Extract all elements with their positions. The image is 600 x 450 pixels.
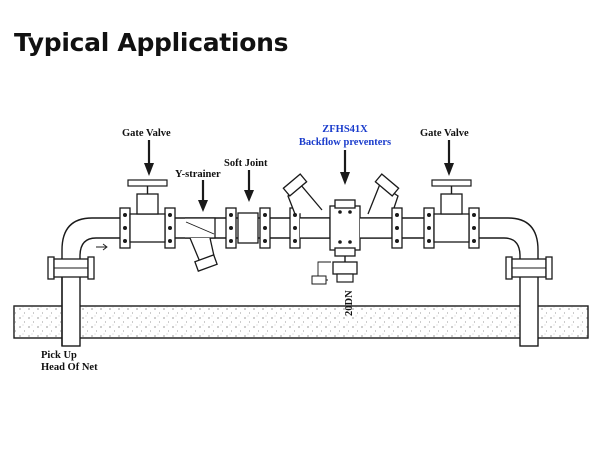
right-riser [488,217,553,347]
label-soft-joint: Soft Joint [224,158,268,169]
label-size: 20DN [344,290,355,316]
label-pick-up: Pick Up [41,350,77,361]
label-backflow: Backflow preventers [299,137,391,148]
label-y-strainer: Y-strainer [175,169,221,180]
label-model: ZFHS41X [322,124,368,135]
backflow-preventer [282,173,403,285]
label-head-of-net: Head Of Net [41,362,98,373]
soft-joint [225,207,271,249]
gate-valve-right [423,179,480,249]
ground-slab [13,305,589,339]
gate-valve-left [119,179,176,249]
pointer-arrows [144,140,454,212]
page-title: Typical Applications [14,28,289,57]
label-gate-valve-left: Gate Valve [122,128,171,139]
label-gate-valve-right: Gate Valve [420,128,469,139]
y-strainer [185,217,218,272]
left-riser [47,217,110,347]
